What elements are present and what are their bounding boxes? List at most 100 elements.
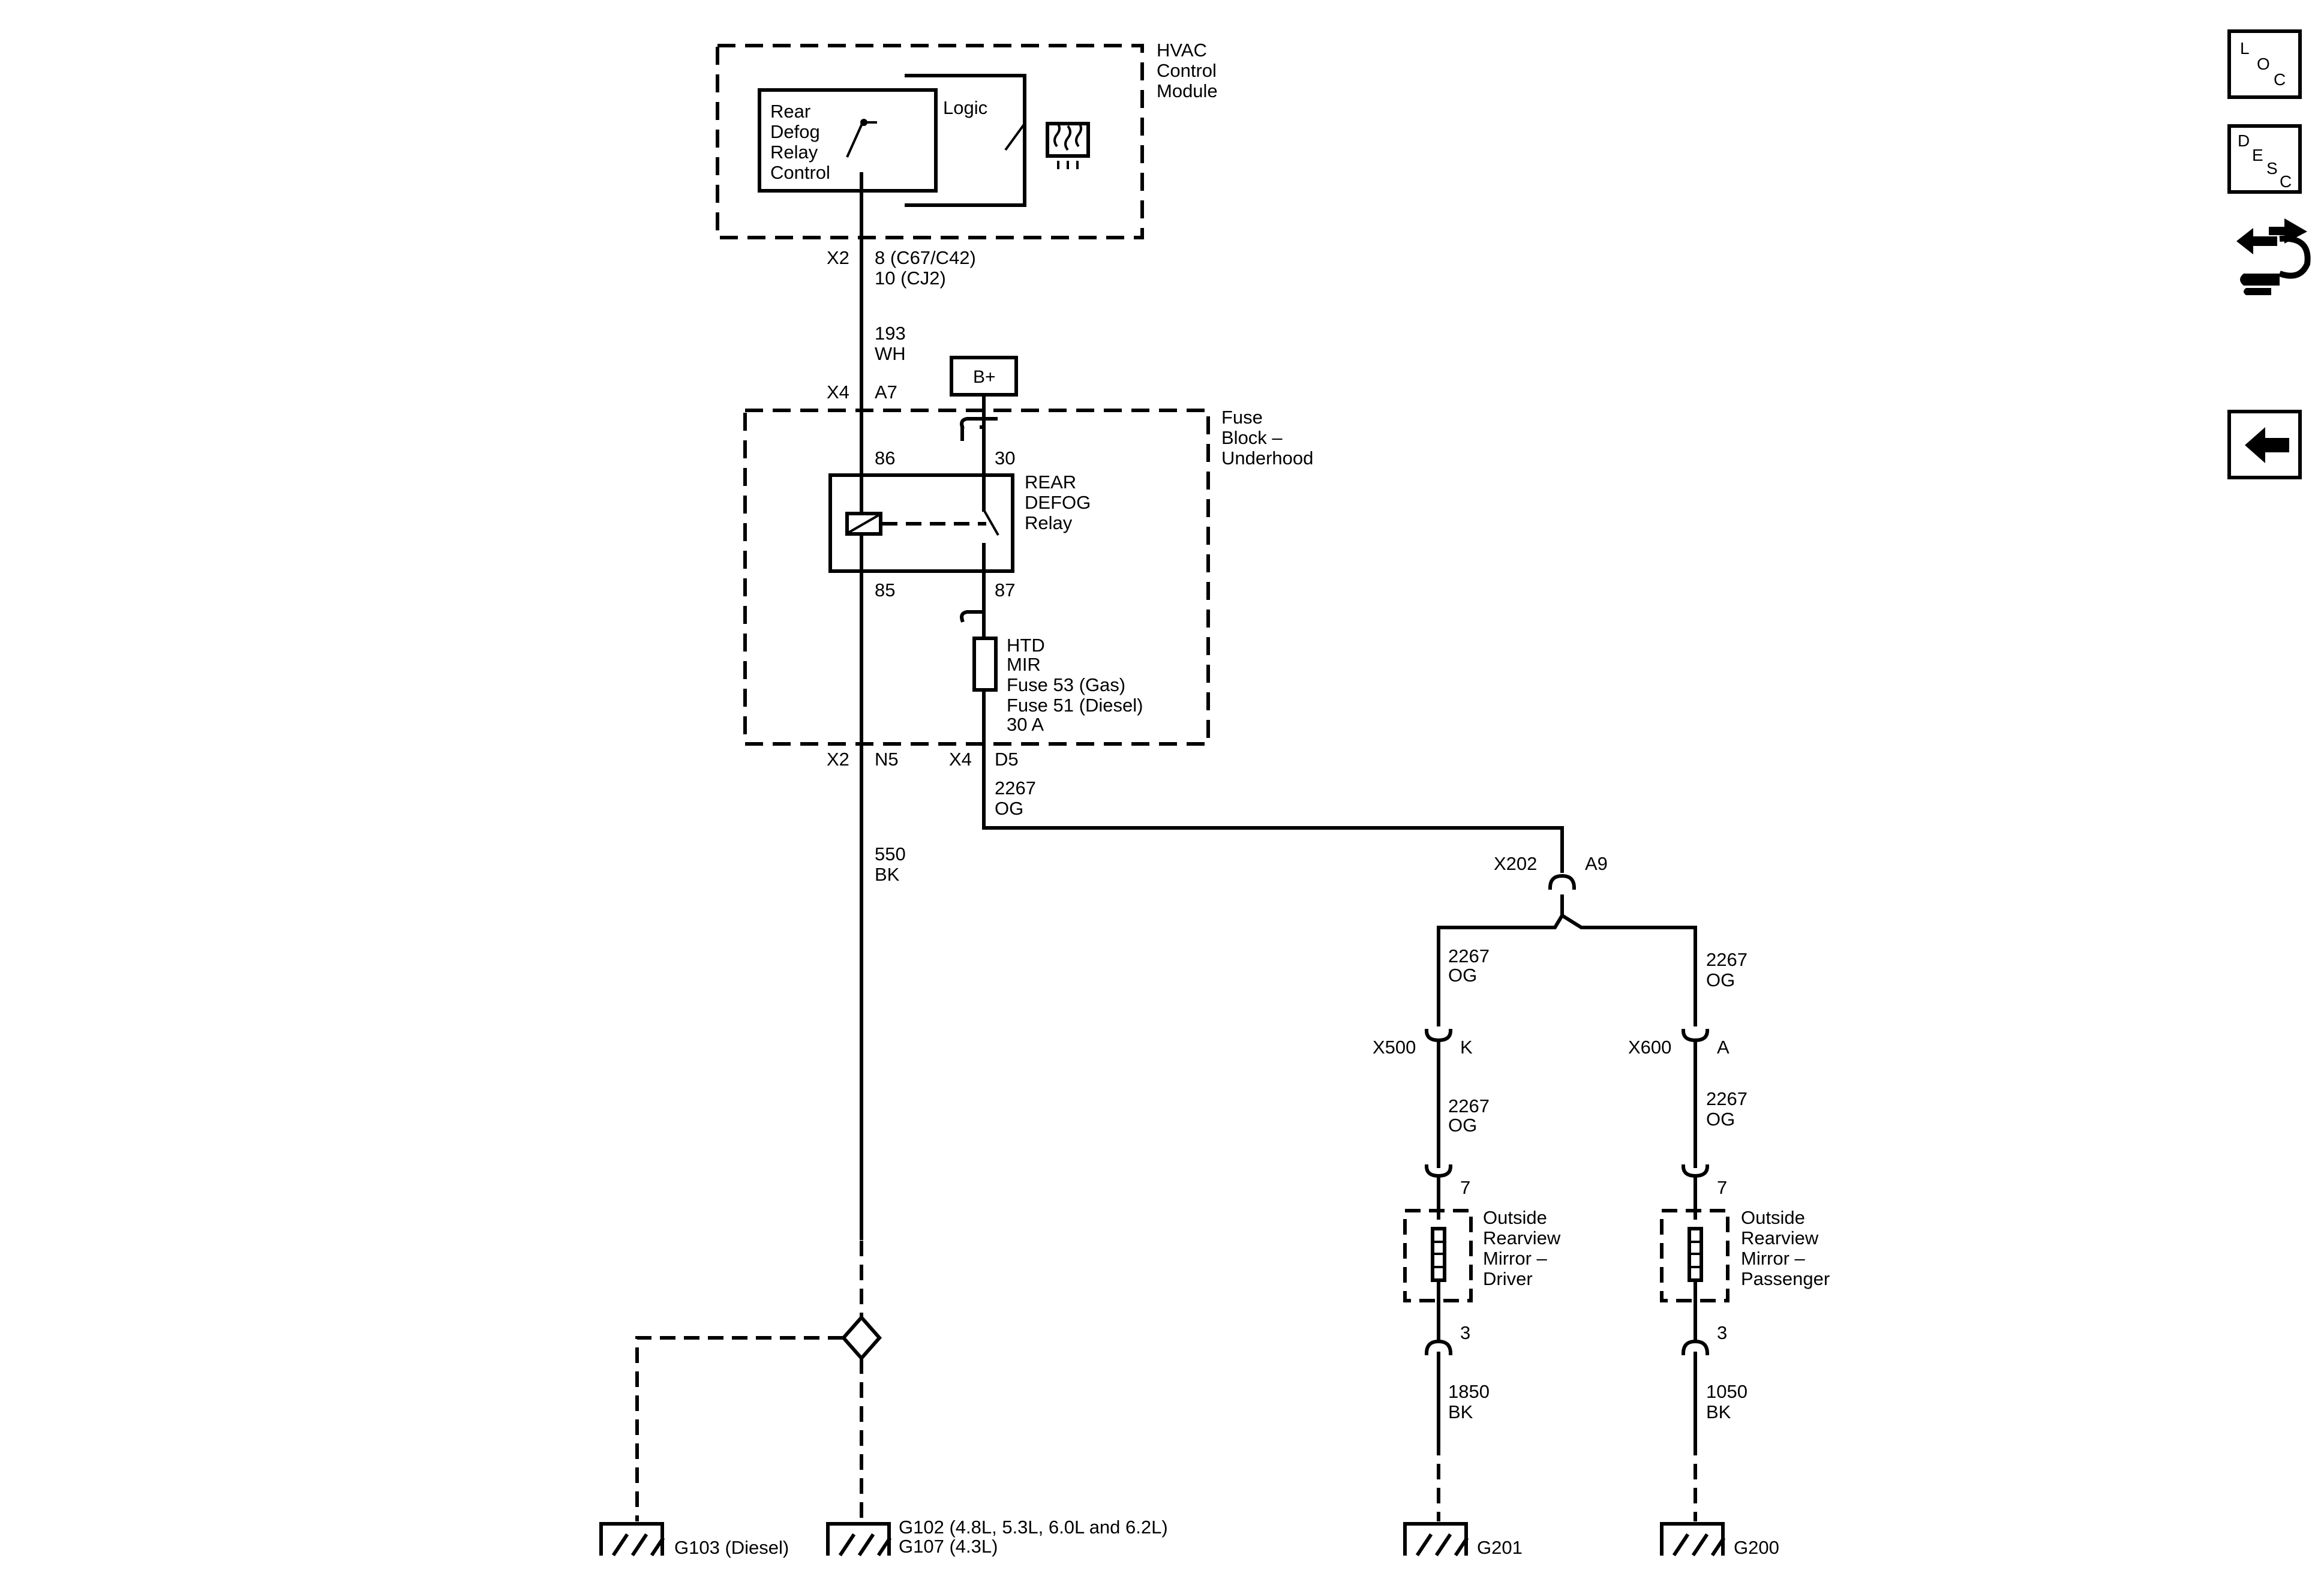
ground-g102-label: G102 (4.8L, 5.3L, 6.0L and 6.2L) <box>899 1517 1168 1538</box>
logic-switch <box>1004 122 1026 156</box>
passenger-mirror-label-4: Passenger <box>1741 1268 1830 1289</box>
fuse-label-5: 30 A <box>1007 714 1044 735</box>
ground-symbol-g200 <box>1660 1522 1726 1557</box>
fuse-block-n5-label: N5 <box>875 749 899 770</box>
wire-550-num: 550 <box>875 843 906 864</box>
relay-control-switch-node <box>860 119 867 126</box>
hvac-module-boundary <box>716 44 1144 239</box>
fuse-block-a7-label: A7 <box>875 382 897 403</box>
relay-label-3: Relay <box>1025 512 1073 533</box>
right-pin7-label: 7 <box>1717 1177 1727 1198</box>
driver-mirror-label-1: Outside <box>1483 1207 1547 1228</box>
right-wire3-color: BK <box>1706 1401 1731 1422</box>
fuse-label-2: MIR <box>1007 654 1041 675</box>
right-pin3-connector <box>1681 1339 1710 1356</box>
right-wire2-num: 2267 <box>1706 1088 1747 1109</box>
left-wire1-color: OG <box>1448 965 1477 986</box>
relay-label-2: DEFOG <box>1025 492 1091 513</box>
fuse-block-boundary <box>743 409 1210 746</box>
desc-letter-c: C <box>2280 172 2292 191</box>
location-button[interactable]: L O C <box>2227 29 2302 99</box>
relay-control-box <box>758 88 938 193</box>
left-wire2-num: 2267 <box>1448 1095 1490 1116</box>
hvac-pin-1: 8 (C67/C42) <box>875 247 976 268</box>
ground-branch <box>635 1241 882 1521</box>
ground-symbol-g201 <box>1403 1522 1469 1557</box>
fuse-block-label-2: Block – <box>1221 427 1283 448</box>
battery-positive-label: B+ <box>973 367 996 387</box>
desc-letter-s: S <box>2266 159 2278 178</box>
x600-label: X600 <box>1628 1037 1671 1058</box>
passenger-mirror-label-3: Mirror – <box>1741 1248 1806 1269</box>
passenger-mirror-label-2: Rearview <box>1741 1227 1819 1248</box>
right-wire2-color: OG <box>1706 1109 1735 1130</box>
connector-exchange-icon[interactable] <box>2236 218 2311 295</box>
desc-letter-e: E <box>2252 146 2263 164</box>
hvac-module-label-3: Module <box>1157 80 1218 101</box>
driver-mirror-label-2: Rearview <box>1483 1227 1561 1248</box>
ground-g200-label: G200 <box>1734 1537 1779 1558</box>
hvac-control-module: HVAC Control Module Logic Rear Defog Rel… <box>716 40 1218 239</box>
back-arrow-icon <box>2245 427 2289 463</box>
driver-mirror-label-3: Mirror – <box>1483 1248 1548 1269</box>
wire-550-color: BK <box>875 864 900 885</box>
ground-g201-symbol <box>1403 1522 1469 1557</box>
ground-symbol-g102 <box>826 1522 892 1557</box>
loc-letter-o: O <box>2257 55 2270 73</box>
description-button[interactable]: D E S C <box>2227 124 2302 194</box>
right-pin3-label: 3 <box>1717 1322 1727 1343</box>
pin-87-label: 87 <box>995 580 1015 601</box>
x202-connector: X202 A9 <box>1494 853 1608 917</box>
hvac-pin-2: 10 (CJ2) <box>875 268 946 289</box>
driver-mirror-boundary <box>1403 1209 1473 1302</box>
loc-letter-c: C <box>2274 70 2286 89</box>
hvac-x2-label: X2 <box>827 247 849 268</box>
wire-193-num: 193 <box>875 323 906 344</box>
rear-defog-icon <box>1046 121 1090 169</box>
fuse-block-x4-label: X4 <box>827 382 849 403</box>
desc-letter-d: D <box>2238 131 2250 150</box>
wire-2267-color: OG <box>995 798 1023 819</box>
left-wire3-num: 1850 <box>1448 1381 1490 1402</box>
x202-label: X202 <box>1494 853 1537 874</box>
logic-label: Logic <box>943 97 987 118</box>
x500-pin-label: K <box>1460 1037 1473 1058</box>
right-wire1-num: 2267 <box>1706 949 1747 970</box>
x202-connector-arc <box>1548 873 1577 890</box>
fuse-label-4: Fuse 51 (Diesel) <box>1007 695 1143 716</box>
logic-box <box>905 74 1026 207</box>
right-wire3-num: 1050 <box>1706 1381 1747 1402</box>
ground-g201-label: G201 <box>1477 1537 1523 1558</box>
left-pin7-label: 7 <box>1460 1177 1470 1198</box>
passenger-mirror-heater-grid <box>1689 1241 1701 1268</box>
fuse-block-label-3: Underhood <box>1221 448 1313 469</box>
driver-mirror-label-4: Driver <box>1483 1268 1533 1289</box>
left-pin3-connector <box>1424 1339 1453 1356</box>
pin-85-label: 85 <box>875 580 895 601</box>
fuse-block-x2-label: X2 <box>827 749 849 770</box>
pin-86-label: 86 <box>875 448 895 469</box>
relay-control-label-4: Control <box>770 162 830 183</box>
hvac-module-label-2: Control <box>1157 60 1217 81</box>
x500-label: X500 <box>1373 1037 1416 1058</box>
passenger-mirror-label-1: Outside <box>1741 1207 1805 1228</box>
back-button[interactable] <box>2227 410 2302 479</box>
relay-control-label-3: Relay <box>770 142 818 163</box>
ground-g102-symbol <box>826 1522 892 1557</box>
htd-mir-fuse <box>972 637 998 692</box>
left-pin3-label: 3 <box>1460 1322 1470 1343</box>
fuse-label-3: Fuse 53 (Gas) <box>1007 674 1125 695</box>
ground-g103-label: G103 (Diesel) <box>674 1537 789 1558</box>
loc-letter-l: L <box>2240 39 2250 58</box>
hvac-module-label-1: HVAC <box>1157 40 1207 61</box>
ground-symbol-g103 <box>599 1522 665 1557</box>
passenger-mirror-circuit: 2267 OG X600 A 2267 OG 7 Outside Rearvie… <box>1628 949 1830 1521</box>
relay-control-label-2: Defog <box>770 121 820 142</box>
driver-mirror-circuit: 2267 OG X500 K 2267 OG 7 Outside Rearvie… <box>1373 945 1561 1521</box>
wire-193-color: WH <box>875 343 906 364</box>
fuse-label-1: HTD <box>1007 635 1045 656</box>
ground-g107-label: G107 (4.3L) <box>899 1536 998 1557</box>
ground-g103-dash <box>635 1336 843 1521</box>
driver-mirror-heater-grid <box>1433 1241 1445 1268</box>
